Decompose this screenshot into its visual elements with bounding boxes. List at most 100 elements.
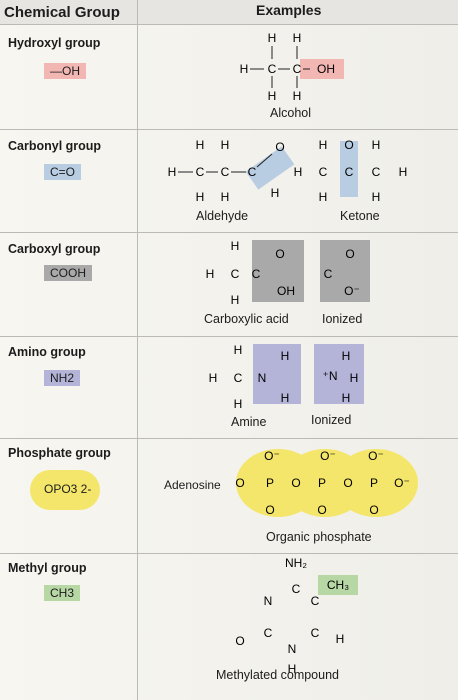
svg-text:H: H (231, 239, 240, 253)
svg-text:C: C (252, 267, 261, 281)
svg-text:H: H (336, 632, 345, 646)
svg-text:H: H (288, 662, 297, 676)
svg-text:C: C (311, 594, 320, 608)
svg-text:H: H (293, 89, 302, 103)
svg-text:O⁻: O⁻ (394, 476, 410, 490)
svg-text:O: O (344, 138, 353, 152)
svg-text:P: P (370, 476, 378, 490)
svg-text:H: H (209, 371, 218, 385)
svg-text:H: H (234, 343, 243, 357)
hydroxyl-chip: —OH (44, 63, 86, 79)
svg-text:O⁻: O⁻ (368, 449, 384, 463)
caption-carboxylic-acid: Carboxylic acid (204, 312, 289, 326)
caption-ionized: Ionized (322, 312, 363, 326)
svg-text:O⁻: O⁻ (320, 449, 336, 463)
group-name: Hydroxyl group (8, 36, 101, 50)
group-name: Methyl group (8, 561, 87, 575)
header-examples: Examples (256, 2, 322, 18)
svg-text:OH: OH (317, 62, 335, 76)
svg-text:P: P (318, 476, 326, 490)
svg-text:H: H (350, 371, 359, 385)
svg-text:H: H (268, 89, 277, 103)
svg-text:H: H (231, 293, 240, 307)
svg-text:H: H (342, 391, 351, 405)
svg-text:O: O (345, 247, 354, 261)
svg-text:C: C (268, 62, 277, 76)
svg-text:H: H (319, 190, 328, 204)
svg-text:O: O (369, 503, 378, 517)
chip-text: OPO3 2- (44, 482, 92, 496)
svg-text:O⁻: O⁻ (344, 284, 360, 298)
carboxyl-chip: COOH (44, 265, 92, 281)
chip-text: —OH (50, 64, 80, 78)
table-header: Chemical Group Examples (0, 0, 458, 25)
svg-text:H: H (234, 397, 243, 411)
group-name: Carboxyl group (8, 242, 101, 256)
svg-text:H: H (240, 62, 249, 76)
svg-text:H: H (399, 165, 408, 179)
svg-text:C: C (311, 626, 320, 640)
adenosine-label: Adenosine (164, 478, 221, 492)
group-name: Phosphate group (8, 446, 111, 460)
svg-text:O: O (265, 503, 274, 517)
svg-text:H: H (372, 190, 381, 204)
svg-text:C: C (324, 267, 333, 281)
svg-text:H: H (196, 138, 205, 152)
svg-text:O⁻: O⁻ (264, 449, 280, 463)
svg-text:H: H (281, 391, 290, 405)
svg-text:P: P (266, 476, 274, 490)
group-name: Carbonyl group (8, 139, 102, 153)
svg-text:O: O (275, 247, 284, 261)
svg-text:CH₃: CH₃ (327, 578, 349, 592)
svg-text:O: O (317, 503, 326, 517)
svg-text:C: C (319, 165, 328, 179)
svg-text:NH₂: NH₂ (285, 556, 307, 570)
svg-text:C: C (221, 165, 230, 179)
chip-text: COOH (50, 266, 86, 280)
svg-text:O: O (275, 140, 284, 154)
svg-text:C: C (372, 165, 381, 179)
caption-ionized: Ionized (311, 413, 352, 427)
svg-text:H: H (319, 138, 328, 152)
svg-text:O: O (291, 476, 300, 490)
phosphate-chip-text: OPO3 2- (38, 481, 97, 497)
group-name: Amino group (8, 345, 86, 359)
svg-text:N: N (288, 642, 297, 656)
svg-text:N: N (258, 371, 267, 385)
svg-text:⁺N: ⁺N (323, 369, 338, 383)
svg-text:C: C (196, 165, 205, 179)
svg-text:H: H (372, 138, 381, 152)
caption-amine: Amine (231, 415, 267, 429)
amino-chip: NH2 (44, 370, 81, 386)
svg-text:OH: OH (277, 284, 295, 298)
methyl-chip: CH3 (44, 585, 81, 601)
svg-text:H: H (168, 165, 177, 179)
svg-text:H: H (221, 190, 230, 204)
caption-alcohol: Alcohol (270, 106, 311, 120)
svg-text:C: C (231, 267, 240, 281)
svg-text:O: O (235, 634, 244, 648)
svg-text:H: H (294, 165, 303, 179)
caption-methylated-compound: Methylated compound (216, 668, 339, 682)
svg-text:N: N (264, 594, 273, 608)
svg-text:C: C (264, 626, 273, 640)
caption-ketone: Ketone (340, 209, 380, 223)
svg-text:O: O (343, 476, 352, 490)
svg-text:H: H (293, 31, 302, 45)
svg-text:C: C (345, 165, 354, 179)
chip-text: NH2 (50, 371, 75, 385)
svg-text:H: H (271, 186, 280, 200)
column-divider (137, 0, 138, 700)
row-phosphate: Phosphate group OPO3 2- Adenosine O⁻ O⁻ O⁻… (0, 438, 458, 554)
svg-text:H: H (221, 138, 230, 152)
